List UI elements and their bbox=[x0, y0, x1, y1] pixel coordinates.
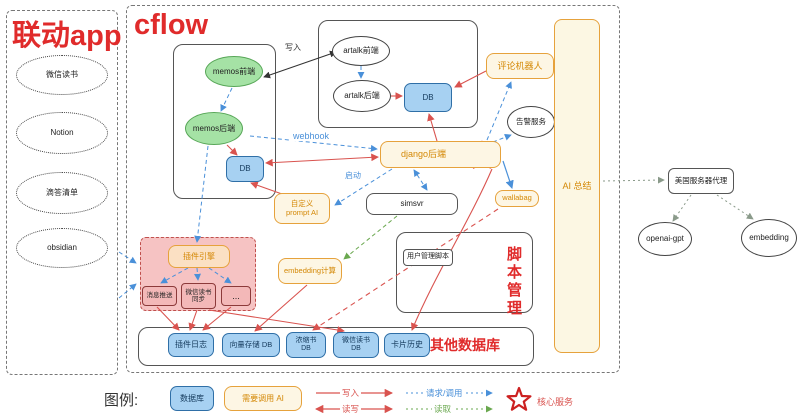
app-node-obsidian: obsidian bbox=[16, 228, 108, 268]
legend-core-service-label: 核心服务 bbox=[537, 397, 574, 407]
vector-db-node: 向量存储 DB bbox=[222, 333, 280, 357]
app-node-dida: 滴答清单 bbox=[16, 172, 108, 214]
alert-service-node: 告警服务 bbox=[507, 106, 555, 138]
us-proxy-node: 美国服务器代理 bbox=[668, 168, 734, 194]
custom-prompt-ai-node: 自定义 prompt AI bbox=[274, 193, 330, 224]
openai-gpt-node: openai-gpt bbox=[638, 222, 692, 256]
wx-sync-plugin-node: 微信读书同步 bbox=[181, 283, 216, 309]
legend-read-write-label: 读写 bbox=[340, 404, 362, 414]
app-node-wechat-reading: 微信读书 bbox=[16, 55, 108, 95]
legend-need-ai-box: 需要调用 AI bbox=[224, 386, 302, 411]
script-mgmt-label: 脚本管理 bbox=[505, 246, 522, 318]
legend-title: 图例: bbox=[104, 392, 139, 409]
wx-reading-db-node: 微信读书 DB bbox=[333, 332, 379, 358]
cflow-panel bbox=[126, 5, 620, 373]
legend-write-label: 写入 bbox=[340, 388, 362, 398]
sidebar-title: 联动app bbox=[12, 20, 122, 52]
main-title: cflow bbox=[134, 9, 209, 41]
app-node-notion: Notion bbox=[16, 112, 108, 154]
linked-apps-panel bbox=[6, 10, 118, 375]
embedding-service-node: embedding bbox=[741, 219, 797, 257]
msg-push-plugin-node: 消息推送 bbox=[142, 286, 177, 306]
artalk-backend-node: artalk后端 bbox=[333, 80, 391, 112]
ai-summary-bar-node: AI 总结 bbox=[554, 19, 600, 353]
user-script-node: 用户管理脚本 bbox=[403, 249, 453, 266]
artalk-frontend-node: artalk前端 bbox=[332, 36, 390, 66]
plugin-log-db-node: 插件日志 bbox=[168, 333, 214, 357]
more-plugins-node: ... bbox=[221, 286, 251, 306]
other-db-label: 其他数据库 bbox=[430, 337, 500, 353]
start-edge-label: 启动 bbox=[343, 171, 363, 180]
django-backend-node: django后端 bbox=[380, 141, 501, 168]
artalk-db-node: DB bbox=[404, 83, 452, 112]
simsvr-node: simsvr bbox=[366, 193, 458, 215]
memos-db-node: DB bbox=[226, 156, 264, 182]
memos-frontend-node: memos前端 bbox=[205, 56, 263, 87]
legend-read-label: 读取 bbox=[432, 404, 454, 414]
webhook-edge-label: webhook bbox=[291, 131, 332, 141]
embedding-calc-node: embedding计算 bbox=[278, 258, 342, 284]
write-edge-label: 写入 bbox=[283, 43, 303, 52]
artalk-group-box bbox=[318, 20, 478, 128]
legend-database-box: 数据库 bbox=[170, 386, 214, 411]
wallabag-node: wallabag bbox=[495, 190, 539, 207]
legend-core-service-star-icon bbox=[506, 386, 532, 411]
plugin-engine-node: 插件引擎 bbox=[168, 245, 230, 268]
condensed-book-db-node: 浓缩书 DB bbox=[286, 332, 326, 358]
comment-bot-node: 评论机器人 bbox=[486, 53, 554, 79]
legend-request-call-label: 请求/调用 bbox=[424, 388, 465, 398]
memos-backend-node: memos后端 bbox=[185, 112, 243, 145]
card-history-db-node: 卡片历史 bbox=[384, 333, 430, 357]
